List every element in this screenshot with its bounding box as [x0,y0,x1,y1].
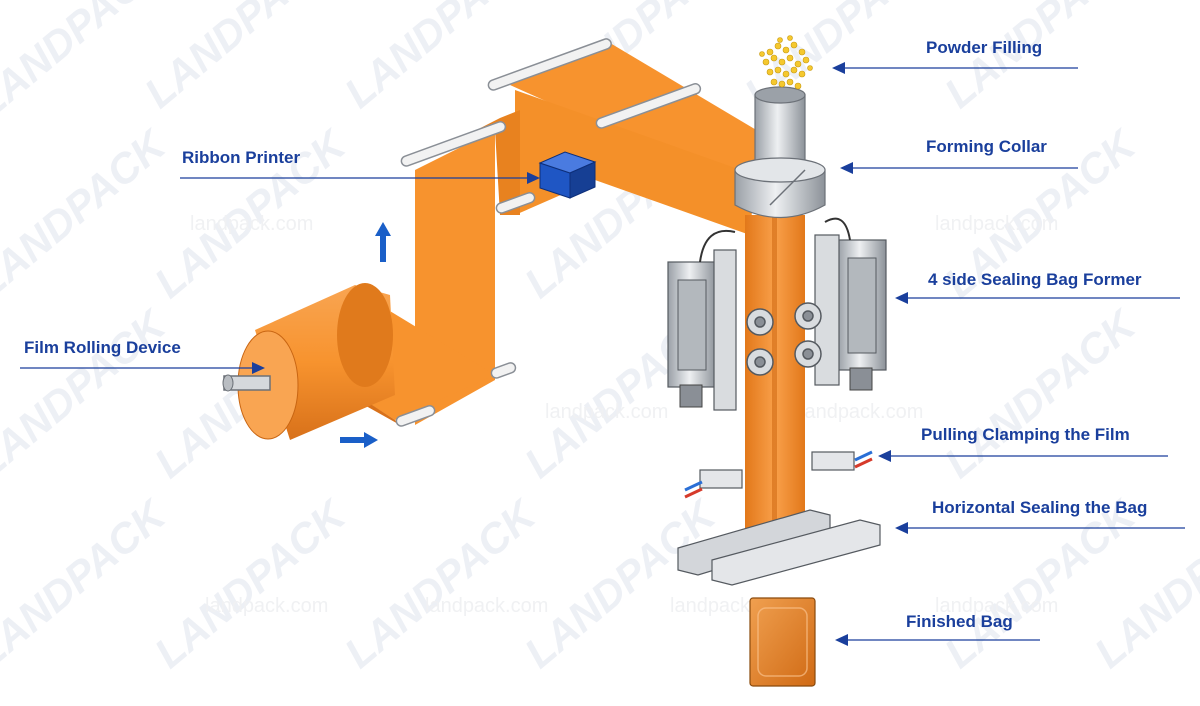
watermark-logo-text: LANDPACK [336,0,546,117]
label-ribbon-printer: Ribbon Printer [182,148,301,167]
callout-lines [20,62,1185,646]
finished-bag-item [749,597,816,687]
roller [490,362,517,379]
watermark-logo-text: LANDPACK [136,0,346,117]
forming-collar-device [734,86,826,219]
roller [395,404,436,427]
callout-printer-arrow-icon [527,172,540,184]
watermark-site-text: landpack.com [190,213,313,235]
label-horizontal-sealing: Horizontal Sealing the Bag [932,498,1148,517]
label-bag-former: 4 side Sealing Bag Former [928,270,1142,289]
roller [400,121,507,167]
horizontal-sealing-jaws [677,509,881,586]
pulling-wheels [746,302,822,376]
film-tube-seam [772,215,777,555]
forming-tube [745,215,805,555]
watermark-logo-text: LANDPACK [0,300,176,487]
watermark-site-text: landpack.com [205,595,328,617]
direction-arrows [340,222,391,448]
roller [495,191,536,214]
watermark-logo-text: LANDPACK [936,300,1146,487]
arrow-up-icon [375,222,391,262]
film-printer-band [515,90,755,235]
powder-particles [759,35,813,90]
watermark-site-text: landpack.com [935,595,1058,617]
watermark-site-text: landpack.com [935,213,1058,235]
watermark-logo-text: LANDPACK [0,490,176,677]
label-pulling-clamping: Pulling Clamping the Film [921,425,1130,444]
watermark-logo-text: LANDPACK [336,490,546,677]
label-film-rolling: Film Rolling Device [24,338,181,357]
label-forming-collar: Forming Collar [926,137,1047,156]
roller [595,83,702,129]
callout-film-roll-arrow-icon [252,362,265,374]
ribbon-printer-device [538,151,597,199]
guide-rollers [395,38,702,427]
label-powder-filling: Powder Filling [926,38,1043,57]
filling-tube-mouth [754,86,806,104]
arrow-right-icon [340,432,378,448]
callout-former-arrow-icon [895,292,908,304]
callout-horizontal-arrow-icon [895,522,908,534]
film-roll-shaft-end [222,374,234,392]
watermark-logo-text: LANDPACK [0,120,176,307]
watermark-site-text: landpack.com [425,595,548,617]
collar-rim [734,157,826,183]
watermark-logo-text: LANDPACK [516,490,726,677]
film-top-band [510,40,790,195]
film-roll [222,283,395,440]
collar-body [734,169,826,219]
printer-side [569,161,596,199]
watermark-logo-text: LANDPACK [146,490,356,677]
watermark-site-text: landpack.com [545,401,668,423]
film-roll-end-far [337,283,393,387]
watermark-site-text: landpack.com [800,401,923,423]
vertical-sealer-right [814,217,887,391]
watermark-logo-text: LANDPACK [0,0,176,127]
callout-collar-arrow-icon [840,162,853,174]
vertical-sealer-left [667,229,737,411]
watermark-site: landpack.com landpack.com landpack.com l… [190,213,1058,617]
film-clamps [684,450,873,499]
watermark-logo-text: LANDPACK [936,0,1146,117]
callout-powder-arrow-icon [832,62,845,74]
collar-fold [769,169,806,206]
label-finished-bag: Finished Bag [906,612,1013,631]
callout-pulling-arrow-icon [878,450,891,462]
callout-finished-arrow-icon [835,634,848,646]
roller [487,38,612,91]
